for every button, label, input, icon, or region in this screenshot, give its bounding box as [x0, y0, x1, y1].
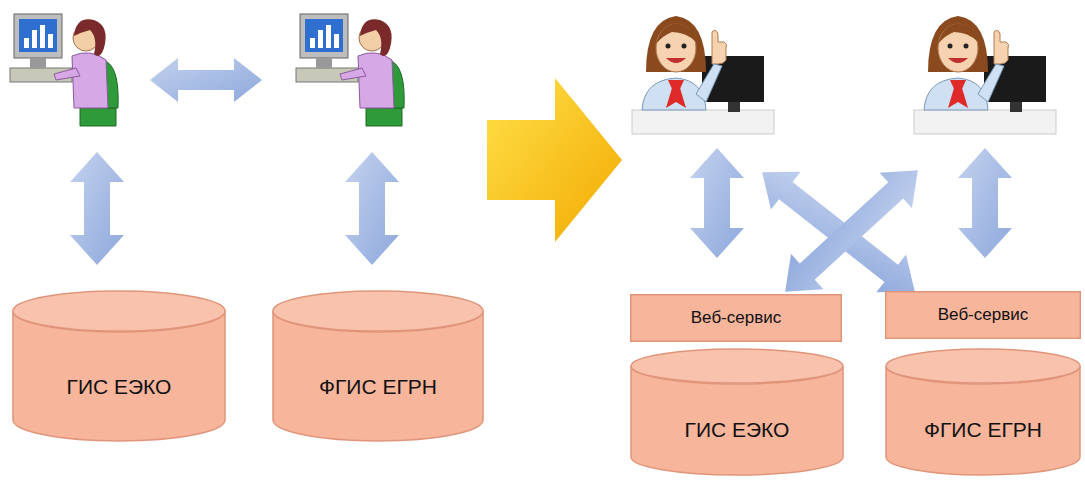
double-arrow	[70, 152, 124, 265]
cylinder-top	[631, 349, 843, 383]
transition-arrow	[487, 78, 622, 242]
double-arrow	[150, 58, 262, 102]
fringe	[656, 24, 696, 44]
hair	[928, 16, 988, 72]
hair	[360, 19, 392, 56]
bar	[24, 38, 29, 48]
monitor	[300, 14, 348, 58]
hair	[74, 19, 106, 56]
bar	[48, 34, 53, 48]
bar	[326, 25, 331, 48]
arm	[340, 68, 366, 80]
user-icon	[296, 14, 404, 126]
database-label: ГИС ЕЭКО	[685, 418, 790, 442]
service-label: Веб-сервис	[938, 305, 1028, 325]
double-arrow	[345, 152, 399, 265]
database-label: ГИС ЕЭКО	[67, 375, 172, 399]
arm	[978, 64, 1004, 102]
cylinder-outline	[12, 290, 226, 442]
fringe	[938, 24, 978, 44]
smile	[948, 58, 968, 63]
user-icon	[10, 14, 118, 126]
user-icon	[914, 16, 1056, 134]
eye	[964, 44, 969, 49]
service-box: Веб-сервис	[630, 294, 842, 342]
service-box: Веб-сервис	[885, 291, 1081, 339]
thumb-up	[712, 30, 727, 64]
stand	[728, 102, 740, 112]
bar	[310, 38, 315, 48]
screen	[305, 19, 343, 52]
eye	[682, 44, 687, 49]
user-icon	[632, 16, 774, 134]
arm	[696, 64, 722, 102]
stand	[316, 58, 332, 68]
bar	[334, 34, 339, 48]
database-cylinder: ГИС ЕЭКО	[630, 348, 844, 476]
chair	[366, 108, 402, 126]
face	[656, 24, 696, 72]
arm	[54, 68, 80, 80]
stand	[1010, 102, 1022, 112]
double-arrow	[958, 148, 1012, 258]
monitor	[14, 14, 62, 58]
bar	[318, 30, 323, 48]
smile	[666, 58, 686, 63]
screen	[19, 19, 57, 52]
box-fill	[631, 295, 842, 342]
cylinder-outline	[630, 348, 844, 476]
database-cylinder: ФГИС ЕГРН	[885, 348, 1081, 476]
database-cylinder: ГИС ЕЭКО	[12, 290, 226, 442]
eye	[666, 44, 671, 49]
desk	[632, 110, 774, 134]
cylinder-outline	[272, 290, 484, 442]
database-cylinder: ФГИС ЕГРН	[272, 290, 484, 442]
stand	[30, 58, 46, 68]
database-label: ФГИС ЕГРН	[319, 375, 437, 399]
chair	[80, 108, 116, 126]
thumb-up	[994, 30, 1009, 64]
body	[72, 53, 108, 108]
database-label: ФГИС ЕГРН	[924, 418, 1042, 442]
box-fill	[886, 292, 1081, 339]
body	[358, 53, 394, 108]
desk	[914, 110, 1056, 134]
double-arrow	[690, 148, 744, 258]
scarf	[666, 88, 686, 108]
service-label: Веб-сервис	[691, 308, 781, 328]
cylinder-outline	[885, 348, 1081, 476]
cylinder-top	[273, 291, 483, 331]
bar	[32, 30, 37, 48]
scarf	[948, 88, 968, 108]
bar	[40, 25, 45, 48]
cylinder-top	[13, 291, 225, 331]
cylinder-top	[886, 349, 1080, 383]
eye	[948, 44, 953, 49]
double-arrow	[769, 153, 934, 310]
face	[938, 24, 978, 72]
hair	[646, 16, 706, 72]
